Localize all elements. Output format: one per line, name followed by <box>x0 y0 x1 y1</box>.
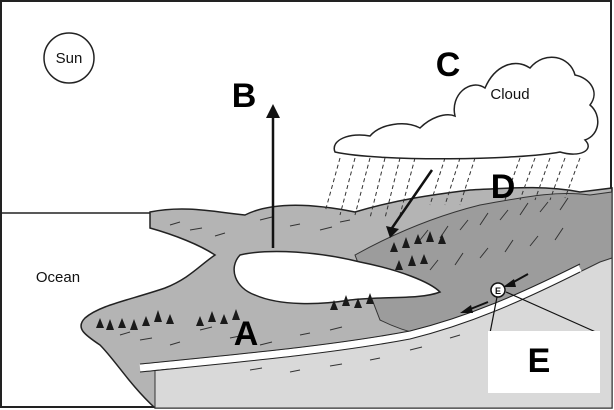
evaporation-arrow <box>266 104 280 248</box>
cloud: Cloud <box>333 56 599 160</box>
label-d: D <box>491 168 516 206</box>
ocean-label: Ocean <box>36 269 80 286</box>
sun-label: Sun <box>56 50 83 67</box>
e-marker-circle <box>490 282 506 298</box>
label-b: B <box>232 77 257 115</box>
sun: Sun <box>43 32 95 84</box>
runoff-arrows <box>460 273 529 313</box>
landmass <box>80 186 613 409</box>
river-edge-bottom <box>139 271 581 373</box>
e-label-box <box>488 331 600 393</box>
label-a: A <box>234 315 259 353</box>
terrain-hatching <box>119 197 569 373</box>
rain <box>324 157 581 219</box>
precipitation-arrow <box>386 169 434 238</box>
cloud-label: Cloud <box>490 86 529 103</box>
forest <box>96 231 446 330</box>
e-marker-label: E <box>495 286 501 296</box>
label-c: C <box>436 46 461 84</box>
river <box>139 264 582 372</box>
cloud-shape <box>333 56 599 160</box>
river-edge-top <box>139 263 581 365</box>
lake <box>233 250 442 305</box>
sun-circle <box>43 32 95 84</box>
label-e: E <box>528 342 551 380</box>
e-marker: E <box>489 282 599 334</box>
